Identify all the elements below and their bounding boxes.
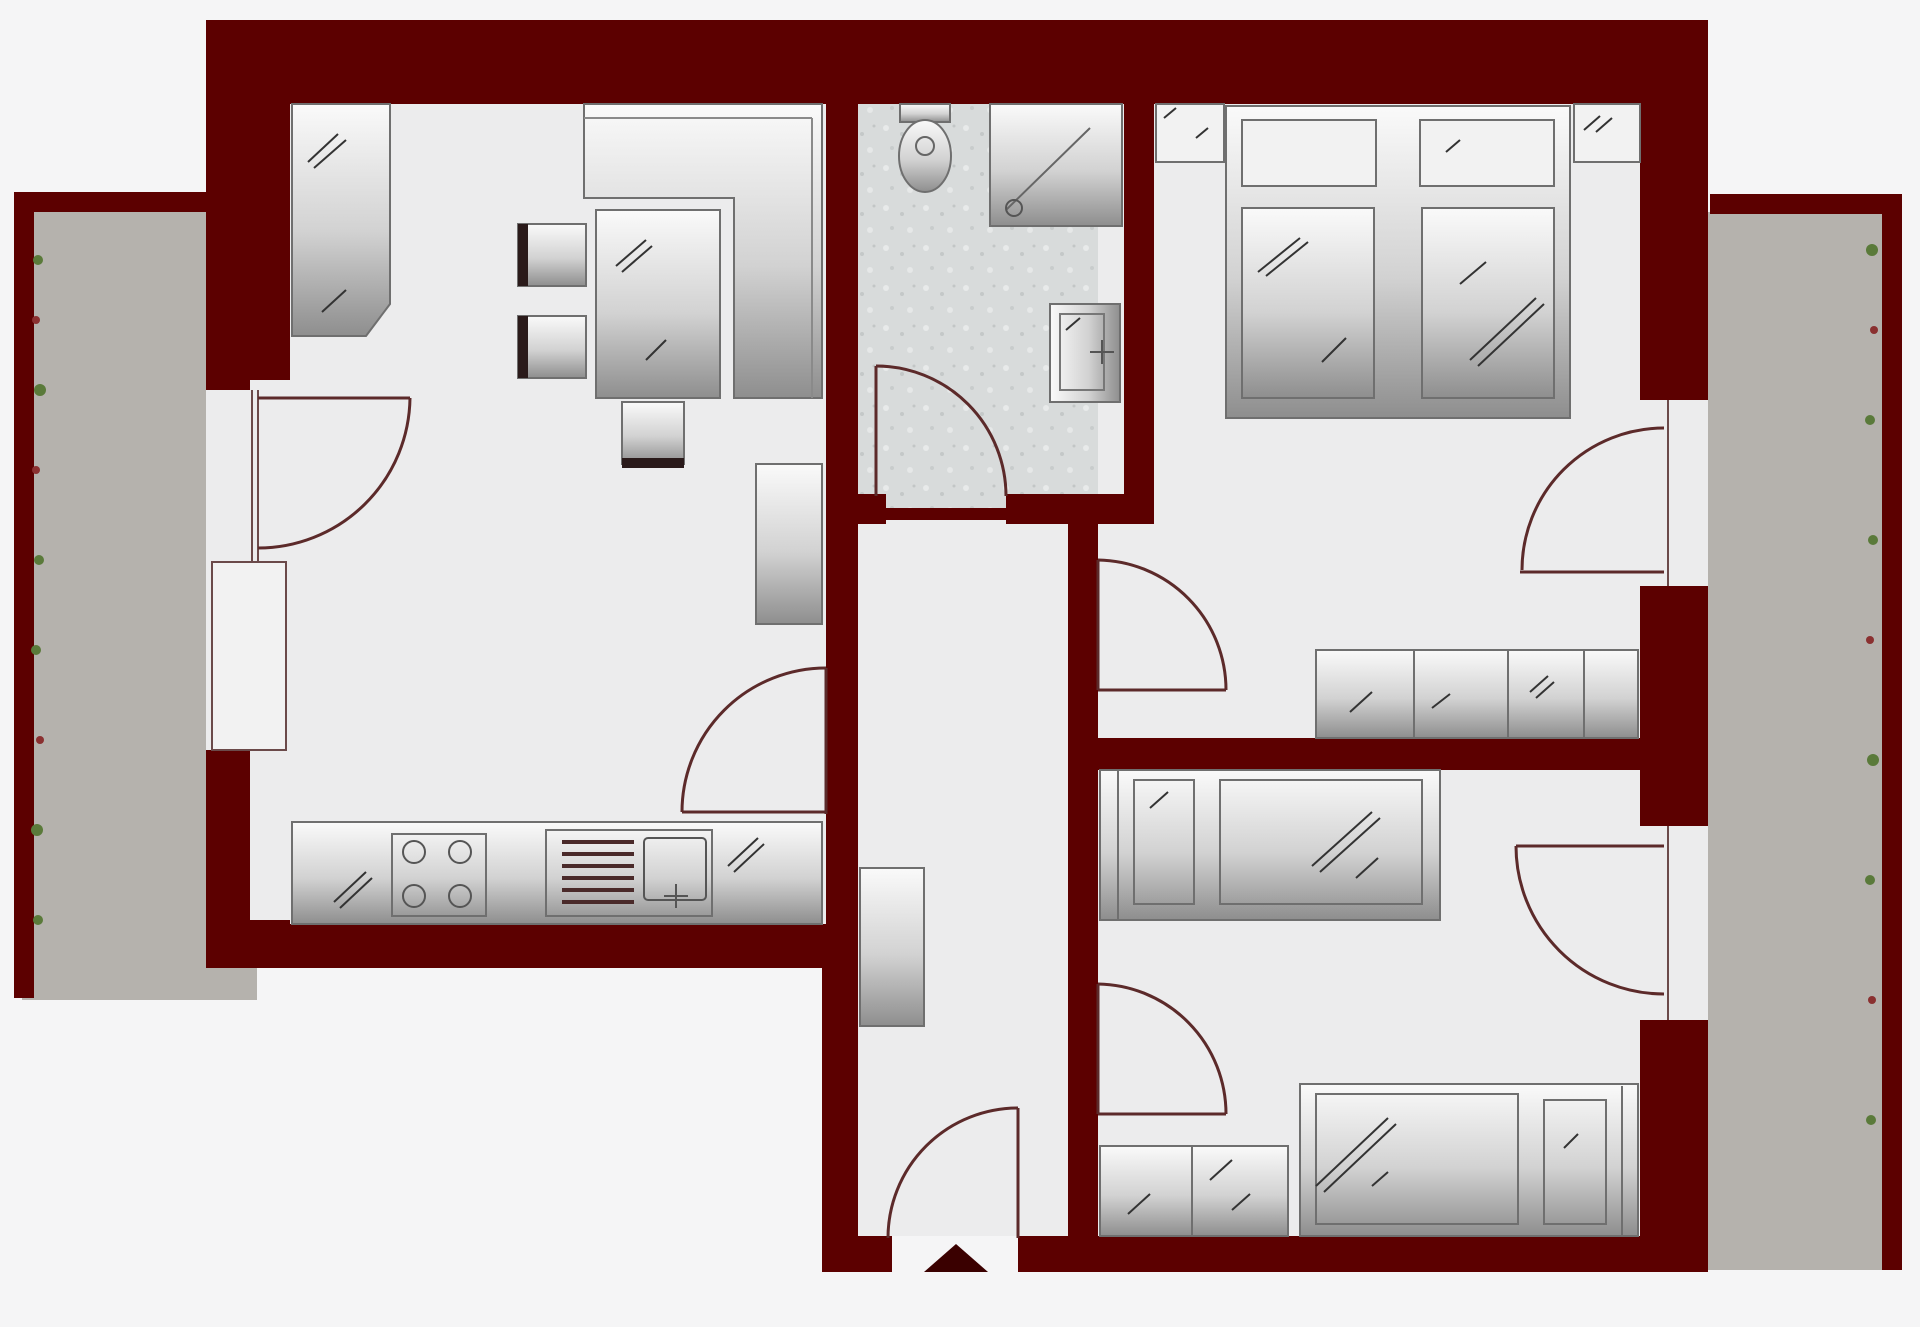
- door-living-hall: [680, 666, 828, 814]
- door-bedroom-single: [1096, 982, 1228, 1116]
- sink: [545, 829, 713, 917]
- dining-chairs: [517, 223, 685, 468]
- double-bed: [1225, 105, 1571, 419]
- shoe-cabinet: [859, 867, 925, 1027]
- nightstands: [1155, 103, 1641, 163]
- kitchen-counter: [291, 821, 823, 925]
- door-balcony-right-top: [1520, 426, 1665, 574]
- shower: [989, 103, 1123, 227]
- washbasin: [1049, 303, 1121, 403]
- door-balcony-left: [257, 396, 412, 550]
- balcony-plants-right: [1865, 244, 1879, 1125]
- l-shaped-sofa: [583, 103, 823, 399]
- window-openings: [206, 390, 1708, 1020]
- balcony-right: [1690, 194, 1902, 1270]
- bed-chest: [1099, 1145, 1289, 1237]
- dining-table: [595, 209, 721, 399]
- single-bed: [1299, 1083, 1639, 1237]
- desk: [1099, 769, 1441, 921]
- interior-walls: [826, 100, 1640, 1270]
- door-swings: [257, 364, 1665, 1239]
- balcony-plants-left: [31, 255, 46, 925]
- toilet: [898, 103, 952, 193]
- cooktop: [391, 833, 487, 917]
- door-bathroom: [874, 364, 1008, 497]
- door-balcony-right-bottom: [1514, 844, 1665, 996]
- entrance-arrow-icon: [924, 1244, 988, 1272]
- door-bedroom-double: [1096, 558, 1228, 692]
- dresser: [1315, 649, 1639, 739]
- wardrobe: [291, 103, 391, 337]
- sideboard: [755, 463, 823, 625]
- door-entrance: [886, 1106, 1020, 1239]
